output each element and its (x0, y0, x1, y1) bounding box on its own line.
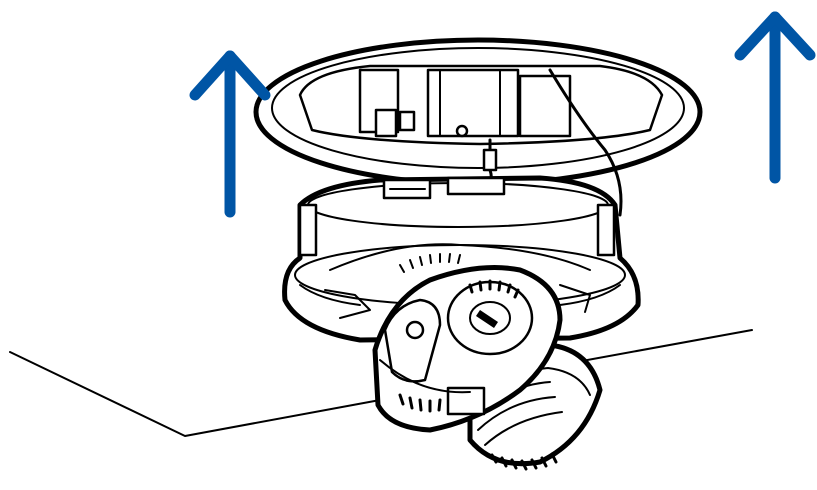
ceiling-trim-ring (253, 37, 703, 217)
up-arrow-icon (734, 11, 816, 184)
up-arrow-icon (189, 50, 271, 218)
lens-module (372, 253, 603, 471)
ceiling-surface (9, 329, 753, 437)
